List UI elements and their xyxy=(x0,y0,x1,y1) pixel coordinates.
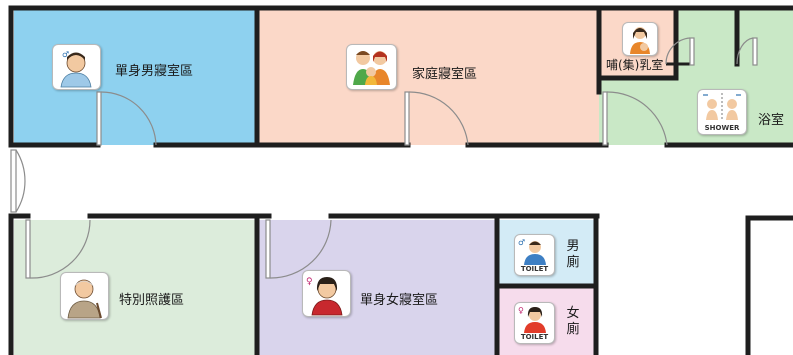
door-swing-bath xyxy=(606,91,668,146)
svg-text:♂: ♂ xyxy=(62,50,69,59)
shower-icon: SHOWER xyxy=(697,89,747,135)
male-toilet-icon: ♂ TOILET xyxy=(514,234,555,276)
female-toilet-icon: ♀ TOILET xyxy=(514,302,555,344)
room-label-family: 家庭寢室區 xyxy=(412,67,478,82)
single-female-person-icon: ♀ xyxy=(302,270,351,317)
room-label-nursing: 哺(集)乳室 xyxy=(606,58,664,72)
male-toilet-caption: TOILET xyxy=(520,265,549,273)
single-male-person-icon: ♂ xyxy=(52,44,101,90)
nursing-mother-icon xyxy=(622,22,658,56)
room-special-care xyxy=(14,220,257,355)
door-single-male xyxy=(96,91,102,146)
room-label-special-care: 特別照護區 xyxy=(119,293,185,308)
family-icon xyxy=(346,44,397,90)
svg-text:♀: ♀ xyxy=(306,277,313,287)
door-swing-nursing xyxy=(665,37,691,65)
elderly-person-icon xyxy=(60,272,109,320)
room-family xyxy=(257,8,599,145)
female-toilet-caption: TOILET xyxy=(520,333,549,341)
door-bath xyxy=(602,91,608,146)
door-swing-left-corridor xyxy=(15,149,26,213)
room-label-single-female: 單身女寢室區 xyxy=(360,293,439,308)
door-swing-bath-right xyxy=(736,37,754,65)
door-swing-family xyxy=(408,91,469,146)
door-swing-single-male xyxy=(100,91,157,146)
svg-text:♂: ♂ xyxy=(518,238,525,247)
door-single-female xyxy=(265,219,271,279)
room-label-male-toilet: 男廁 xyxy=(566,239,580,270)
door-swing-special-care xyxy=(29,219,91,279)
room-label-single-male: 單身男寢室區 xyxy=(115,64,194,79)
door-bath-right xyxy=(752,37,758,66)
room-single-female xyxy=(257,220,497,355)
door-left-corridor xyxy=(10,149,17,213)
room-label-female-toilet: 女廁 xyxy=(566,306,580,337)
door-swing-single-female xyxy=(269,219,332,279)
room-label-bathroom: 浴室 xyxy=(758,113,785,128)
shower-caption: SHOWER xyxy=(704,124,740,132)
door-family xyxy=(404,91,410,146)
door-special-care xyxy=(25,219,31,279)
svg-text:♀: ♀ xyxy=(518,306,524,315)
door-nursing xyxy=(689,37,695,66)
